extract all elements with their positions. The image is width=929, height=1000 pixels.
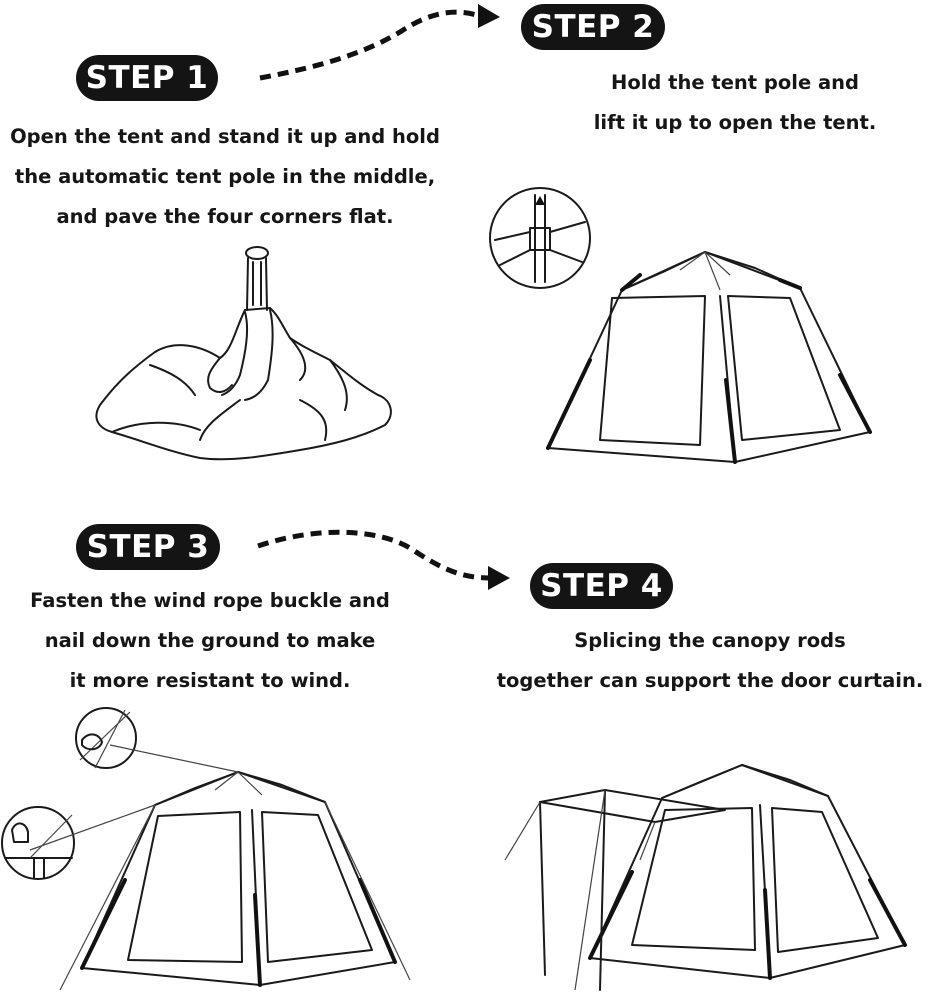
step-1-text: Open the tent and stand it up and hold t… bbox=[0, 117, 450, 237]
tent-with-guy-ropes-illustration bbox=[29, 744, 411, 991]
opened-tent-illustration bbox=[546, 251, 872, 464]
wind-rope-detail-circle bbox=[75, 707, 137, 769]
step-4-badge: STEP 4 bbox=[530, 563, 673, 609]
step-2-line-2: lift it up to open the tent. bbox=[593, 111, 877, 134]
step-4-line-1: Splicing the canopy rods bbox=[574, 629, 846, 652]
step-1-badge: STEP 1 bbox=[76, 55, 218, 101]
step-3-line-1: Fasten the wind rope buckle and bbox=[30, 589, 390, 612]
tent-with-canopy-illustration bbox=[504, 764, 907, 991]
step-1-line-2: the automatic tent pole in the middle, bbox=[14, 165, 436, 188]
folded-tent-illustration bbox=[95, 246, 392, 461]
dashed-arrow-step1-to-step2 bbox=[259, 4, 500, 81]
step-4-text: Splicing the canopy rods together can su… bbox=[490, 621, 929, 701]
step-2-text: Hold the tent pole and lift it up to ope… bbox=[570, 63, 900, 143]
ground-nail-detail-circle bbox=[1, 806, 75, 880]
step-3-line-2: nail down the ground to make bbox=[44, 629, 376, 652]
step-2-badge: STEP 2 bbox=[521, 4, 665, 50]
step-1-line-3: and pave the four corners flat. bbox=[56, 205, 394, 228]
step-2-line-1: Hold the tent pole and bbox=[611, 71, 859, 94]
step-3-line-3: it more resistant to wind. bbox=[69, 669, 351, 692]
step-3-text: Fasten the wind rope buckle and nail dow… bbox=[5, 581, 415, 701]
step-1-line-1: Open the tent and stand it up and hold bbox=[10, 125, 440, 148]
step-4-line-2: together can support the door curtain. bbox=[496, 669, 924, 692]
pole-detail-circle bbox=[489, 187, 591, 289]
step-3-badge: STEP 3 bbox=[76, 524, 220, 570]
dashed-arrow-step3-to-step4 bbox=[257, 529, 510, 590]
